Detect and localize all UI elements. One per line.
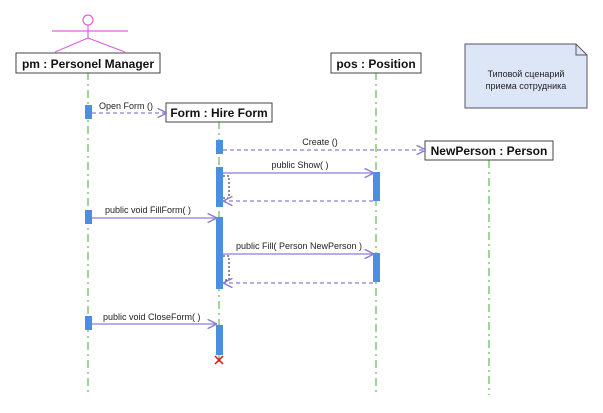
message-fill[interactable]: public Fill( Person NewPerson ) [223, 241, 373, 254]
message-open-form-label: Open Form () [99, 101, 153, 111]
self-call-bracket-2 [223, 255, 230, 281]
participant-pos[interactable]: pos : Position [330, 52, 422, 74]
message-close-form[interactable]: public void CloseForm( ) [92, 312, 216, 324]
participant-form-label: Form : Hire Form [170, 106, 267, 120]
activation-form-1 [216, 140, 223, 154]
participant-pm[interactable]: pm : Personel Manager [15, 52, 161, 74]
message-show-label: public Show( ) [271, 160, 328, 170]
activation-pos-1 [373, 172, 380, 201]
activation-pm-3 [85, 316, 92, 330]
message-fill-form[interactable]: public void FillForm( ) [92, 205, 216, 218]
activation-pos-2 [373, 253, 380, 282]
participant-pos-label: pos : Position [336, 57, 415, 71]
message-fill-form-label: public void FillForm( ) [105, 205, 191, 215]
actor-icon [52, 14, 128, 53]
note-line-1: Типовой сценарий [488, 69, 565, 79]
participant-pm-label: pm : Personel Manager [22, 57, 154, 71]
activation-pm-2 [85, 210, 92, 224]
participant-person[interactable]: NewPerson : Person [424, 140, 554, 161]
scenario-note[interactable]: Типовой сценарий приема сотрудника [464, 43, 588, 109]
activation-pm-1 [85, 105, 92, 119]
activation-form-4 [216, 325, 223, 355]
message-create[interactable]: Create () [223, 137, 425, 150]
activation-form-2 [216, 167, 223, 207]
destroy-icon [214, 355, 224, 365]
message-close-form-label: public void CloseForm( ) [103, 312, 201, 322]
message-open-form[interactable]: Open Form () [92, 101, 166, 113]
note-line-2: приема сотрудника [486, 81, 567, 91]
participant-person-label: NewPerson : Person [431, 144, 548, 158]
message-create-label: Create () [302, 137, 338, 147]
activation-form-3 [216, 217, 223, 289]
participant-form[interactable]: Form : Hire Form [165, 102, 273, 123]
message-fill-label: public Fill( Person NewPerson ) [236, 241, 362, 251]
self-call-bracket-1 [223, 175, 230, 199]
message-show[interactable]: public Show( ) [223, 160, 373, 173]
